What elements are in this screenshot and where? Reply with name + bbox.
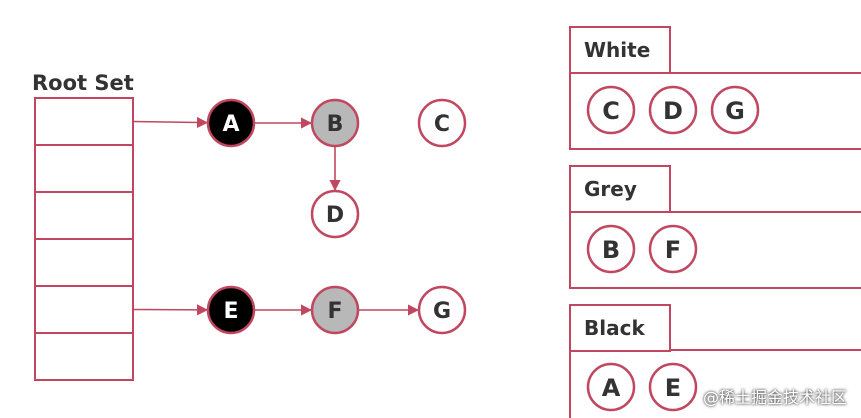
set-member-F-circle (648, 224, 698, 274)
set-white-tab (569, 26, 671, 74)
reference-edges (132, 116, 420, 316)
node-E-label: E (223, 299, 238, 324)
node-A-circle (206, 98, 256, 148)
set-member-G-circle (710, 85, 760, 135)
set-member-E: E (648, 362, 698, 412)
set-member-G-label: G (725, 97, 745, 125)
node-F-circle (310, 285, 360, 335)
set-member-E-circle (648, 362, 698, 412)
set-black-title: Black (584, 316, 645, 340)
node-D-label: D (326, 203, 344, 228)
set-grey-tab (569, 165, 671, 213)
root-set-title: Root Set (32, 71, 134, 95)
root-slot-4 (34, 238, 134, 287)
root-slot-3 (34, 191, 134, 240)
set-white-title: White (584, 38, 650, 62)
root-slot-1 (34, 97, 134, 146)
node-A-label: A (222, 112, 239, 137)
node-D: D (310, 189, 360, 239)
set-member-A: A (586, 362, 636, 412)
set-member-C-circle (586, 85, 636, 135)
node-B-label: B (327, 112, 344, 137)
node-G: G (417, 285, 467, 335)
set-member-C: C (586, 85, 636, 135)
node-D-circle (310, 189, 360, 239)
object-nodes: A B C D E F G (206, 98, 467, 335)
set-member-E-label: E (665, 374, 681, 402)
set-member-B: B (586, 224, 636, 274)
set-member-D-circle (648, 85, 698, 135)
set-member-F: F (648, 224, 698, 274)
set-member-B-circle (586, 224, 636, 274)
node-G-circle (417, 285, 467, 335)
set-member-G: G (710, 85, 760, 135)
edge-root-slot-1-to-A (132, 116, 209, 129)
node-A: A (206, 98, 256, 148)
node-C-circle (417, 98, 467, 148)
root-slot-5 (34, 285, 134, 334)
watermark: @稀土掘金技术社区 (702, 388, 847, 407)
set-member-C-label: C (602, 97, 620, 125)
node-C-label: C (434, 112, 450, 137)
node-E-circle (206, 285, 256, 335)
root-slot-2 (34, 144, 134, 193)
node-F: F (310, 285, 360, 335)
set-member-D-label: D (663, 97, 683, 125)
set-member-A-label: A (602, 374, 621, 402)
node-B: B (310, 98, 360, 148)
set-member-D: D (648, 85, 698, 135)
node-F-label: F (327, 299, 342, 324)
node-B-circle (310, 98, 360, 148)
root-slot-6 (34, 332, 134, 381)
root-set: Root Set (32, 71, 134, 381)
set-grey-title: Grey (584, 177, 637, 201)
node-E: E (206, 285, 256, 335)
set-member-B-label: B (602, 236, 620, 264)
set-black-tab (569, 304, 671, 352)
set-member-F-label: F (665, 236, 681, 264)
set-member-A-circle (586, 362, 636, 412)
node-G-label: G (433, 299, 451, 324)
node-C: C (417, 98, 467, 148)
